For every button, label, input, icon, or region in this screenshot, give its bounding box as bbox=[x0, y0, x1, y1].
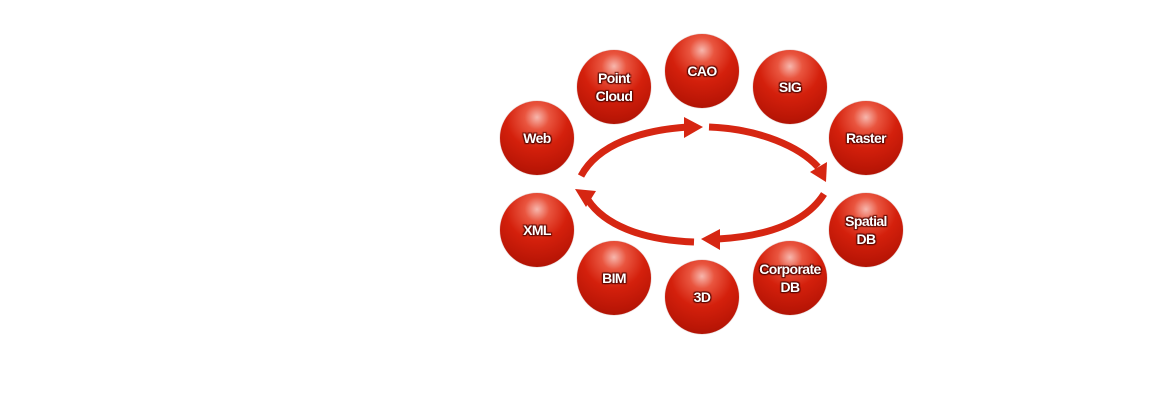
node-xml: XML bbox=[500, 193, 574, 267]
arrowhead-bottom-left bbox=[575, 189, 596, 207]
node-label-corporate-db: Corporate DB bbox=[759, 261, 821, 295]
node-spatial-db: Spatial DB bbox=[829, 193, 903, 267]
node-label-spatial-db: Spatial DB bbox=[845, 213, 887, 247]
node-bim: BIM bbox=[577, 241, 651, 315]
arrow-bottom-right bbox=[717, 192, 827, 243]
arrow-top-right bbox=[708, 123, 821, 170]
node-label-point-cloud: Point Cloud bbox=[595, 70, 633, 104]
node-point-cloud: Point Cloud bbox=[577, 50, 651, 124]
arrowhead-bottom-right bbox=[701, 229, 720, 250]
node-label-sig: SIG bbox=[778, 79, 802, 95]
node-3d: 3D bbox=[665, 260, 739, 334]
arrowhead-top-left bbox=[684, 117, 703, 138]
arrow-top-left bbox=[577, 123, 689, 178]
node-cao: CAO bbox=[665, 34, 739, 108]
node-label-xml: XML bbox=[523, 222, 551, 238]
node-raster: Raster bbox=[829, 101, 903, 175]
node-label-3d: 3D bbox=[693, 289, 711, 305]
arrow-bottom-left bbox=[585, 197, 695, 246]
node-web: Web bbox=[500, 101, 574, 175]
node-label-bim: BIM bbox=[602, 270, 626, 286]
node-label-web: Web bbox=[523, 130, 551, 146]
node-sig: SIG bbox=[753, 50, 827, 124]
node-corporate-db: Corporate DB bbox=[753, 241, 827, 315]
node-label-cao: CAO bbox=[687, 63, 717, 79]
arrowhead-top-right bbox=[810, 162, 827, 182]
node-label-raster: Raster bbox=[846, 130, 887, 146]
